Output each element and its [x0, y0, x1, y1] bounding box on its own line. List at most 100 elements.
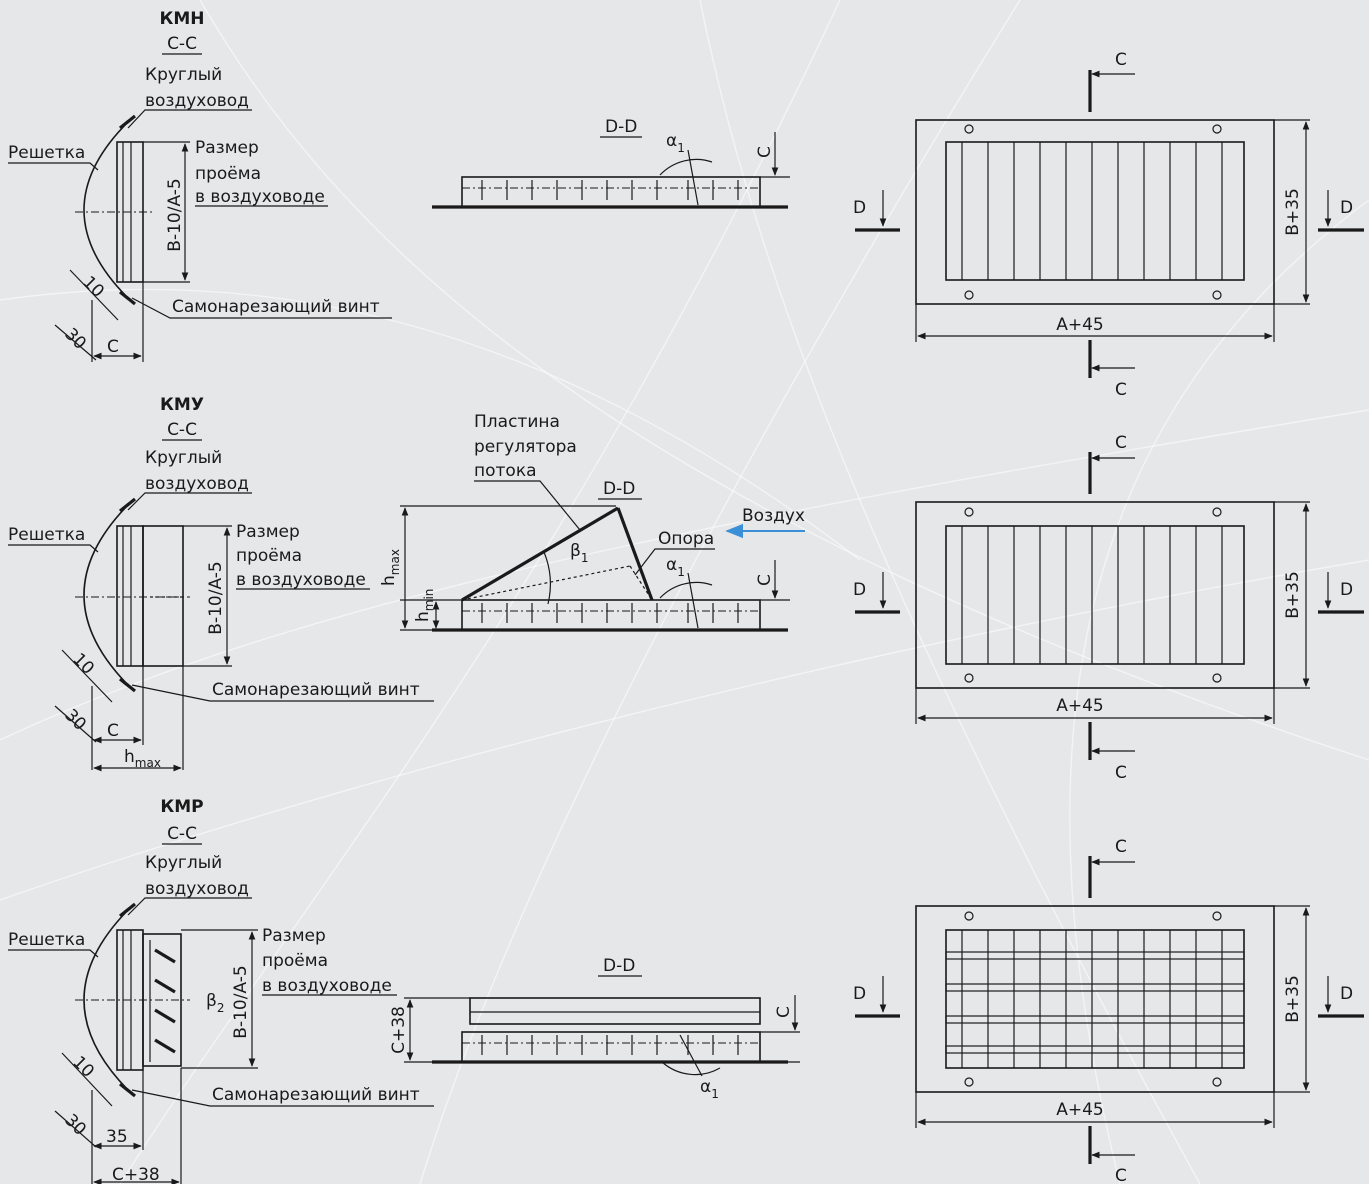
frame — [915, 501, 1275, 689]
blade-ticks — [481, 1035, 739, 1055]
dim-hmin-dd: hmin — [413, 589, 436, 622]
side-label-right: D — [1340, 580, 1353, 600]
dd-dim-c: С — [755, 574, 775, 586]
width-dim: A+45 — [1056, 696, 1104, 716]
support-rod — [616, 507, 654, 601]
regulator-box — [142, 525, 184, 667]
dim-10: 10 — [78, 272, 107, 301]
opening-label-line1: Размер — [236, 522, 300, 542]
grille-profile — [461, 1031, 761, 1063]
pipe-label-line2: воздуховод — [145, 879, 249, 899]
cut-label-top: С — [1115, 837, 1127, 857]
air-label: Воздух — [742, 506, 805, 526]
face — [945, 929, 1245, 1069]
grille-label: Решетка — [8, 143, 85, 163]
duct-arc — [83, 909, 129, 1091]
dim-c: С — [107, 721, 119, 741]
width-dim: A+45 — [1056, 315, 1104, 335]
pipe-label-line1: Круглый — [145, 65, 222, 85]
alpha-label: α1 — [700, 1077, 719, 1101]
damper-blades — [149, 940, 176, 1062]
vertical-blades — [961, 930, 1223, 1068]
opening-label-line1: Размер — [195, 138, 259, 158]
row-kmr: КМР С-С Круглый воздуховод Решетка β2 B-… — [8, 797, 1364, 1184]
screw-label: Самонарезающий винт — [212, 680, 420, 700]
dim-hmax: hmax — [124, 747, 161, 770]
opening-label-line2: проёма — [195, 164, 261, 184]
front-view-kmn: С С D D B+35 A+45 — [853, 50, 1364, 400]
side-label-right: D — [1340, 984, 1353, 1004]
dd-dim-c38: С+38 — [389, 1006, 409, 1054]
cut-label-bottom: С — [1115, 1166, 1127, 1184]
dd-dim-c: С — [755, 146, 775, 158]
dim-hmax-dd: hmax — [379, 549, 402, 586]
row-kmn: КМН С-С Круглый воздуховод Решетка B-10/… — [8, 9, 1364, 400]
opening-label-line3: в воздуховоде — [236, 570, 366, 590]
cut-label-top: С — [1115, 50, 1127, 70]
height-dim: B-10/A-5 — [206, 561, 226, 634]
pipe-label-line1: Круглый — [145, 448, 222, 468]
dim-c: С — [107, 337, 119, 357]
screw-label: Самонарезающий винт — [212, 1085, 420, 1105]
front-view-kmr: С С D D B+35 A+45 — [853, 837, 1364, 1184]
grille-profile — [461, 599, 761, 631]
section-cc-label: С-С — [167, 34, 197, 54]
plate-label-line1: Пластина — [474, 412, 560, 432]
opening-label-line3: в воздуховоде — [195, 187, 325, 207]
frame — [915, 905, 1275, 1093]
vertical-blades — [961, 142, 1223, 280]
dim-35: 35 — [106, 1127, 128, 1147]
section-dd-label: D-D — [605, 117, 637, 137]
horizontal-blades — [945, 951, 1245, 1054]
opening-label-line2: проёма — [262, 951, 328, 971]
damper-profile — [469, 997, 761, 1025]
duct-arc — [83, 504, 129, 686]
pipe-label-line2: воздуховод — [145, 474, 249, 494]
beta-label: β1 — [570, 541, 589, 565]
height-dim: B+35 — [1283, 975, 1303, 1023]
screw-label: Самонарезающий винт — [172, 297, 380, 317]
plate-label-line2: регулятора — [474, 437, 577, 457]
duct-arc — [83, 121, 129, 299]
pipe-label-line2: воздуховод — [145, 91, 249, 111]
section-cc-label: С-С — [167, 824, 197, 844]
section-cc-label: С-С — [167, 420, 197, 440]
section-dd-label: D-D — [603, 956, 635, 976]
dim-30: 30 — [60, 705, 89, 734]
grille-label: Решетка — [8, 930, 85, 950]
dim-c38: С+38 — [112, 1165, 160, 1184]
height-dim: B-10/A-5 — [231, 965, 251, 1038]
pipe-label-line1: Круглый — [145, 853, 222, 873]
row-title: КМУ — [160, 395, 204, 415]
grille-label: Решетка — [8, 525, 85, 545]
alpha-label: α1 — [666, 131, 685, 155]
opening-label-line2: проёма — [236, 546, 302, 566]
dd-dim-c: С — [774, 1006, 794, 1018]
grille-profile — [461, 176, 761, 208]
beta-label: β2 — [206, 991, 225, 1015]
side-label-left: D — [853, 984, 866, 1004]
opening-label-line3: в воздуховоде — [262, 976, 392, 996]
side-label-left: D — [853, 580, 866, 600]
height-dim: B-10/A-5 — [165, 178, 185, 251]
regulator-plate — [461, 506, 619, 602]
blade-ticks — [481, 603, 739, 623]
dim-10: 10 — [68, 1052, 97, 1081]
cut-label-bottom: С — [1115, 763, 1127, 783]
dim-30: 30 — [60, 324, 89, 353]
opening-label-line1: Размер — [262, 926, 326, 946]
cut-label-bottom: С — [1115, 380, 1127, 400]
section-dd-label: D-D — [603, 479, 635, 499]
dim-30: 30 — [60, 1110, 89, 1139]
blade-ticks — [481, 180, 739, 200]
width-dim: A+45 — [1056, 1100, 1104, 1120]
grille-section — [116, 525, 144, 667]
side-label-left: D — [853, 198, 866, 218]
alpha-label: α1 — [666, 555, 685, 579]
vertical-blades — [961, 526, 1223, 664]
height-dim: B+35 — [1283, 571, 1303, 619]
row-title: КМР — [160, 797, 203, 817]
side-label-right: D — [1340, 198, 1353, 218]
cut-label-top: С — [1115, 433, 1127, 453]
